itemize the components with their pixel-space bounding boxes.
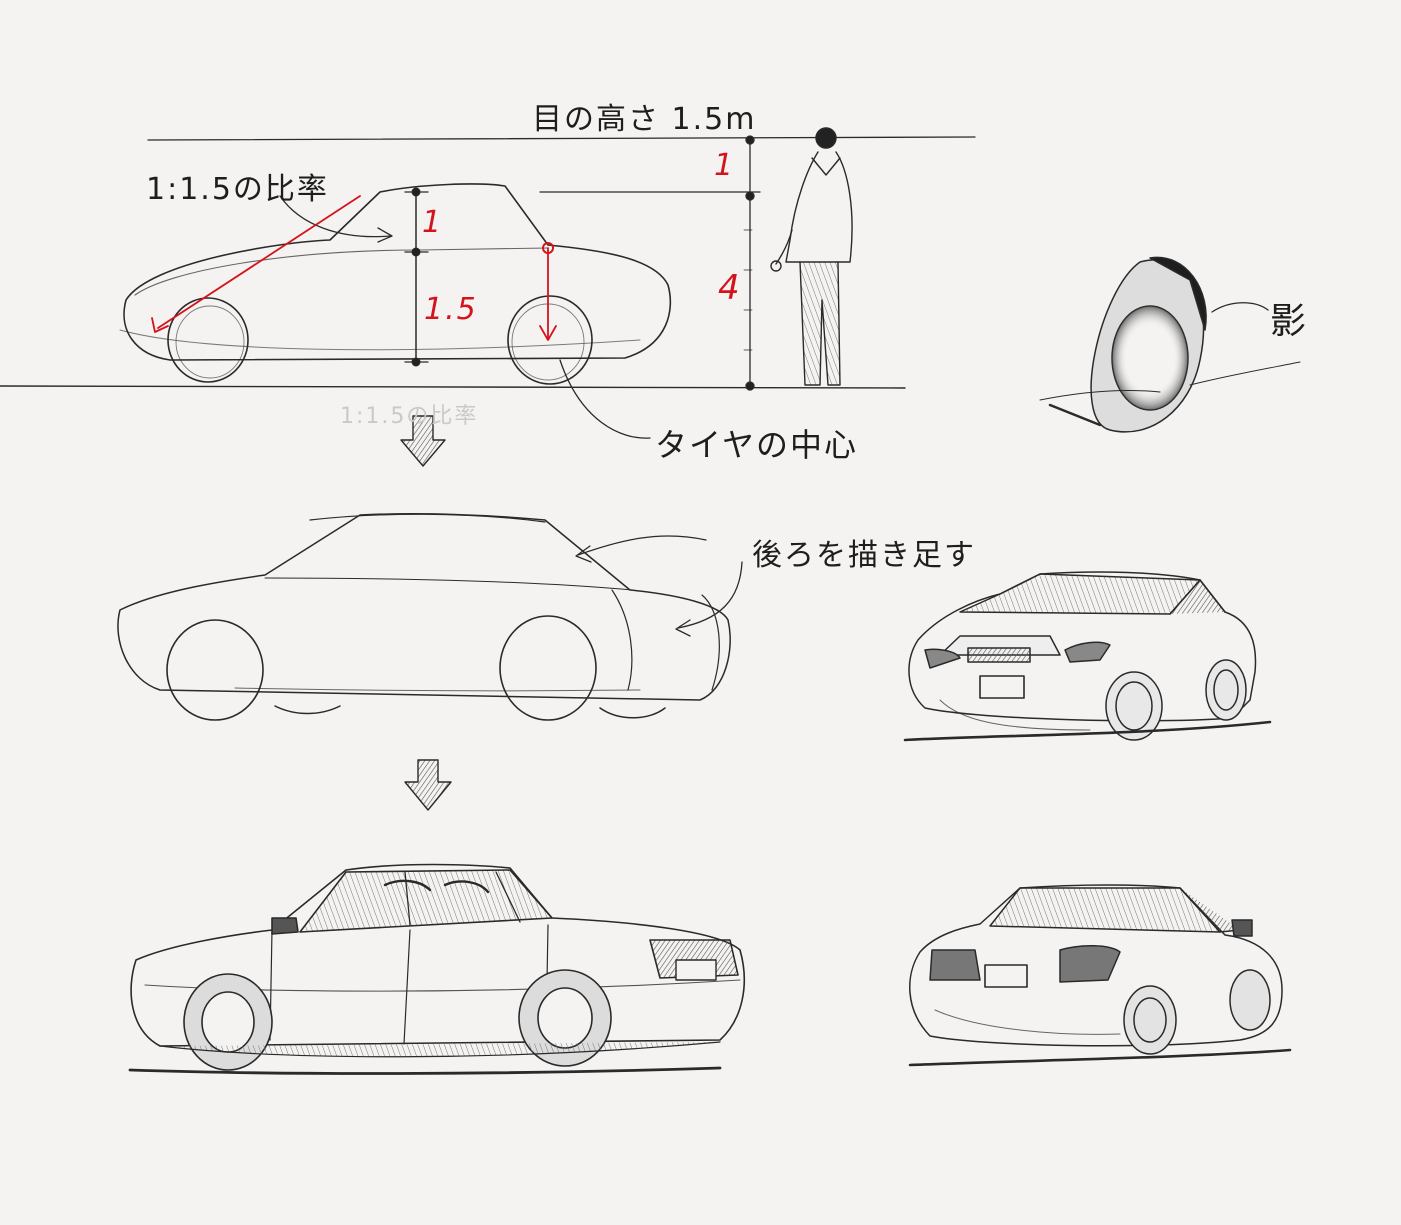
add-rear-label: 後ろを描き足す (752, 538, 976, 573)
ratio-leader-arrow (279, 195, 393, 243)
red-ratio-guide (151, 195, 557, 341)
shadow-leader (1211, 302, 1269, 313)
add-rear-leaders (575, 535, 743, 637)
down-arrow-2 (404, 759, 452, 811)
ground-line (0, 385, 906, 389)
car-finished-side (128, 863, 746, 1075)
car-height-measure (404, 187, 429, 367)
person-head-number: 1 (714, 148, 736, 183)
person-height-measure (539, 135, 761, 391)
person-body-number: 4 (718, 268, 742, 308)
ratio-faint-label: 1:1.5の比率 (340, 404, 479, 429)
eye-level-line (147, 136, 976, 141)
car-rear-three-quarter (908, 884, 1292, 1067)
car-bottom-ratio-number: 1.5 (424, 292, 478, 327)
standing-person (770, 127, 853, 386)
tire-shadow-sketch (1039, 256, 1301, 433)
down-arrow-1 (400, 415, 446, 467)
car-front-three-quarter (903, 571, 1272, 742)
car-side-sketch (119, 183, 672, 385)
car-top-ratio-number: 1 (422, 205, 444, 240)
eye-height-label: 目の高さ 1.5m (532, 102, 757, 137)
ratio-label: 1:1.5の比率 (146, 172, 329, 207)
tire-center-label: タイヤの中心 (655, 426, 859, 464)
car-rear-added-sketch (117, 513, 731, 721)
tire-center-leader (559, 359, 651, 439)
shadow-label: 影 (1270, 301, 1309, 342)
